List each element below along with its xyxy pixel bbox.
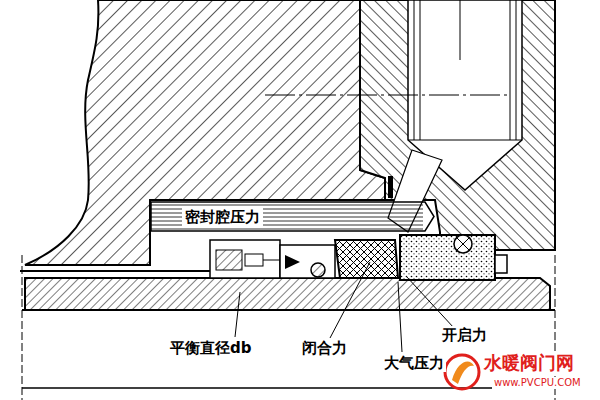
watermark: www.PVCPU.COM [492, 377, 583, 389]
watermark: 水暖阀门网 [482, 352, 576, 374]
force-label: 开启力 [440, 326, 489, 344]
band-border [151, 202, 434, 231]
force-label: 大气压力 [382, 354, 446, 372]
force-label: 闭合力 [300, 339, 349, 357]
band-line [151, 205, 423, 206]
dimension-label: 平衡直径db [168, 339, 253, 357]
node-label: 密封腔压力 [182, 207, 263, 227]
pressure-band: 密封腔压力 [150, 201, 435, 232]
band-line [151, 229, 423, 230]
